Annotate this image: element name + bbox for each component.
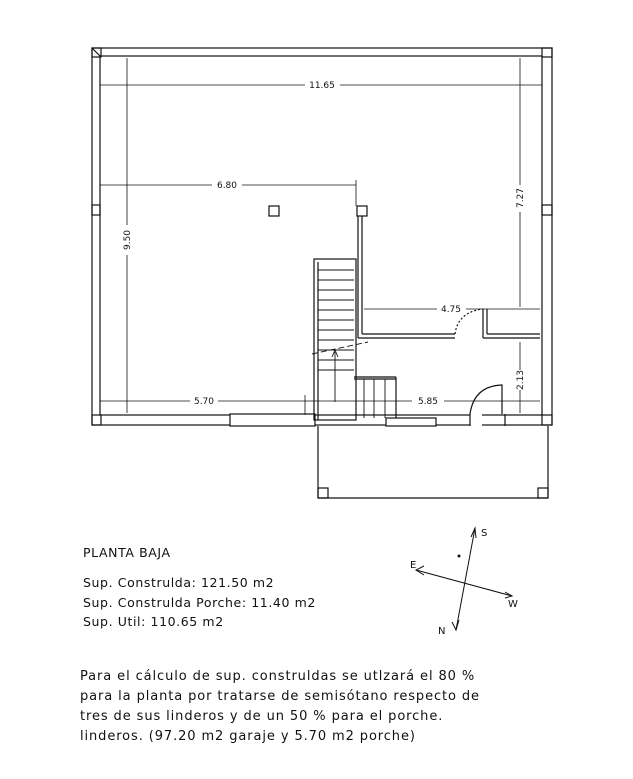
plan-title: PLANTA BAJA [83,545,171,560]
dim-front-left: 5.70 [194,397,214,407]
porch-area: Sup. Construlda Porche: 11.40 m2 [83,595,316,610]
front-wall [229,413,506,427]
dimension-lines [100,58,542,415]
calculation-note: Para el cálculo de sup. construldas se u… [80,667,480,747]
dimension-labels: 11.65 6.80 9.50 7.27 4.75 2.13 5.70 5.85 [123,81,526,407]
dim-total-depth: 9.50 [123,230,133,250]
dim-right-depth: 7.27 [516,188,526,208]
dim-inner-width: 6.80 [217,181,237,191]
built-area: Sup. Construlda: 121.50 m2 [83,575,275,590]
dim-front-right: 5.85 [418,397,438,407]
dim-total-width: 11.65 [309,81,335,91]
porch [317,426,549,499]
note-line: Para el cálculo de sup. construldas se u… [80,669,476,684]
note-line: para la planta por tratarse de semisótan… [80,689,480,704]
usable-area: Sup. Util: 110.65 m2 [83,614,224,629]
column [268,205,280,217]
compass-east: E [410,560,416,571]
compass-south: S [481,528,487,539]
compass-north: N [438,626,445,637]
note-line: tres de sus linderos y de un 50 % para e… [80,709,444,724]
interior-walls [357,216,540,415]
note-line: linderos. (97.20 m2 garaje y 5.70 m2 por… [80,729,416,744]
outer-walls [91,47,553,426]
dim-entry-depth: 2.13 [516,370,526,390]
column [356,205,368,217]
compass-west: W [508,599,518,610]
compass-icon: S E W N [410,526,518,637]
dim-hall-width: 4.75 [441,305,461,315]
staircase [311,258,397,421]
